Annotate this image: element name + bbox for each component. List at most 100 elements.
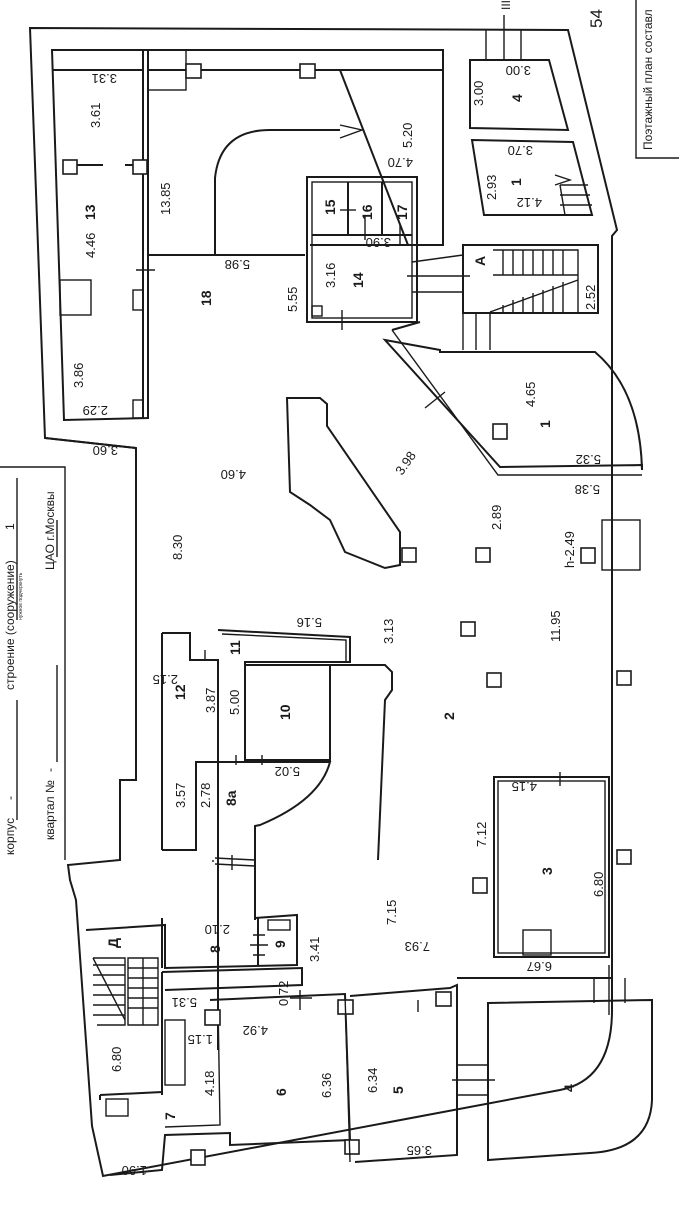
dim-label: 3.98 [392,448,419,477]
rooms-10-12 [161,621,632,1050]
dim-label: 4.92 [243,1023,268,1038]
room-label-8a: 8а [223,790,239,806]
stroenie-value: 1 [3,523,17,530]
korpus-value: - [3,796,17,800]
stair-A [407,244,599,350]
stair-marker: III [499,0,513,10]
room-label-18: 18 [198,290,214,306]
korpus-label: корпус [3,818,17,855]
bottom-left-rooms [85,913,360,1176]
dim-label: 2.29 [83,403,108,418]
kvartal-label: квартал № [43,780,57,840]
dim-label: 5.98 [225,257,250,272]
room-4-bottom-walls [457,965,653,1162]
title-box-text: Поэтажный план составл [641,9,655,150]
column [475,547,491,563]
dim-label: 5.38 [575,482,600,497]
stair-label-D: Д [105,938,121,948]
room-label-11: 11 [227,640,243,655]
dim-label: 3.90 [366,235,391,250]
shaft [601,519,641,571]
room-label-7: 7 [162,1112,178,1120]
room-label-4-bottom: 4 [561,1084,577,1092]
dim-label: 5.16 [297,615,322,630]
dim-label: 2.52 [583,285,598,310]
room-label-1-top: 1 [508,178,524,186]
top-right-rooms [469,15,594,216]
dim-label: 2.78 [198,783,213,808]
room-label-3: 3 [539,867,555,875]
dim-label: 3.60 [93,443,118,458]
room-label-8: 8 [207,945,223,953]
dim-label: 5.00 [227,690,242,715]
dim-label: 5.20 [400,123,415,148]
room-label-1-mid: 1 [537,420,553,428]
dim-label: 7.93 [405,939,430,954]
dim-label: h-2.49 [562,531,577,568]
central-pillar [285,397,401,570]
dim-label: 5.32 [576,452,601,467]
dim-label: 3.61 [88,103,103,128]
dim-label: 4.60 [221,467,246,482]
dim-label: 4.70 [388,155,413,170]
room-label-9: 9 [272,940,288,948]
dim-label: 4.15 [512,779,537,794]
dim-label: 3.70 [508,143,533,158]
dimension-labels: 3.31 3.61 4.46 13.85 5.98 3.86 2.29 3.60… [71,63,606,1178]
column [401,547,417,563]
title-box: Поэтажный план составл [635,0,679,159]
room-labels: 4 1 13 15 16 17 14 18 А 1 12 11 10 8а 2 … [82,94,577,1120]
room-label-16: 16 [359,204,375,220]
dim-label: 3.16 [323,263,338,288]
dim-label: 3.65 [407,1143,432,1158]
dim-label: 3.31 [92,71,117,86]
room-label-15: 15 [322,199,338,215]
stroenie-hint: нужное подчеркнуть [18,572,24,620]
dim-label: 3.57 [173,783,188,808]
dim-label: 4.46 [83,233,98,258]
dim-label: 0.72 [276,981,291,1006]
dim-label: 3.41 [307,937,322,962]
room-label-10: 10 [277,704,293,720]
room-label-12: 12 [172,684,188,700]
dim-label: 5.31 [172,995,197,1010]
kvartal-value: - [43,768,57,772]
room-18-walls [147,49,444,256]
dim-label: 3.00 [506,63,531,78]
stroenie-label: строение (сооружение) [3,560,17,690]
dim-label: 1.15 [188,1032,213,1047]
room-label-17: 17 [394,204,410,220]
dim-label: 5.02 [275,764,300,779]
dim-label: 6.80 [109,1047,124,1072]
room-label-5: 5 [390,1086,406,1094]
dim-label: 3.13 [381,619,396,644]
district-label: ЦАО г.Москвы [43,491,57,570]
page-number: 54 [587,9,606,28]
dim-label: 6.80 [591,872,606,897]
room-label-6: 6 [273,1088,289,1096]
room-label-13: 13 [82,204,98,220]
dim-label: 7.15 [384,900,399,925]
header-form: корпус - строение (сооружение) нужное по… [0,466,66,860]
dim-label: 2.10 [205,922,230,937]
room-label-4-top: 4 [509,94,525,102]
stair-label-A: А [472,256,488,266]
dim-label: 4.65 [523,382,538,407]
dim-label: 11.95 [548,610,563,642]
dim-label: 1.90 [122,1163,147,1178]
room-5-walls [344,983,495,1163]
dim-label: 3.86 [71,363,86,388]
dim-label: 6.67 [527,959,552,974]
room-label-14: 14 [350,272,366,288]
dim-label: 3.00 [471,81,486,106]
dim-label: 8.30 [170,535,185,560]
dim-label: 7.12 [474,822,489,847]
dim-label: 5.55 [285,287,300,312]
dim-label: 4.18 [202,1071,217,1096]
dim-label: 6.36 [319,1073,334,1098]
room-13-walls [52,50,155,419]
column [580,547,596,564]
dim-label: 2.93 [484,175,499,200]
room-3-walls [472,772,632,958]
